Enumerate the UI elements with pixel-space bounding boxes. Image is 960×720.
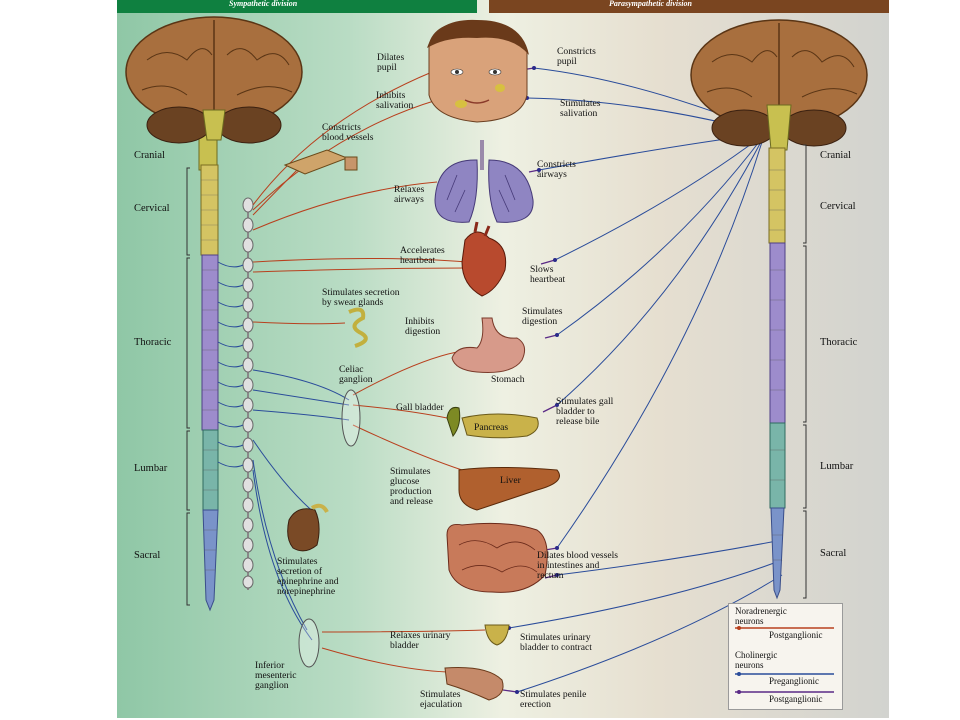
region-thoracic-right: Thoracic (820, 337, 858, 348)
region-cranial-left: Cranial (134, 150, 165, 161)
label-dilates-pupil: Dilates pupil (377, 52, 405, 73)
label-inhibits-salivation: Inhibits salivation (376, 90, 414, 111)
legend-lines (735, 626, 834, 694)
label-gall-bladder: Gall bladder (396, 402, 444, 413)
label-glucose-release: Stimulates glucose production and releas… (390, 466, 433, 507)
label-accelerates-heartbeat: Accelerates heartbeat (400, 245, 445, 266)
blood-vessel (283, 149, 358, 175)
label-relaxes-bladder: Relaxes urinary bladder (390, 630, 451, 651)
label-pancreas: Pancreas (474, 422, 509, 433)
label-constricts-blood-vessels: Constricts blood vessels (322, 122, 374, 143)
label-sweat-glands: Stimulates secretion by sweat glands (322, 287, 400, 308)
label-constricts-airways: Constricts airways (537, 159, 576, 180)
label-inhibits-digestion: Inhibits digestion (405, 316, 441, 337)
label-epinephrine: Stimulates secretion of epinephrine and … (277, 556, 339, 597)
legend-box: Noradrenergic neurons Postganglionic Cho… (728, 603, 843, 710)
label-relaxes-airways: Relaxes airways (394, 184, 425, 205)
label-celiac-ganglion: Celiac ganglion (339, 364, 373, 385)
sympathetic-chain (242, 197, 254, 590)
label-stimulates-ejaculation: Stimulates ejaculation (420, 689, 463, 710)
gall-bladder-pancreas (446, 407, 539, 439)
region-cranial-right: Cranial (820, 150, 851, 161)
legend-noradrenergic: Noradrenergic neurons (735, 606, 787, 626)
parasympathetic-header: Parasympathetic division (609, 0, 692, 8)
label-dilates-blood-vessels: Dilates blood vessels in intestines and … (537, 550, 619, 581)
region-lumbar-left: Lumbar (134, 463, 168, 474)
label-stimulates-salivation: Stimulates salivation (560, 98, 601, 119)
sweat-gland (348, 307, 368, 348)
urinary-bladder (484, 624, 510, 646)
diagram-plate: Sympathetic division Parasympathetic div… (117, 0, 889, 718)
prevertebral-ganglia (298, 389, 361, 668)
intestines (446, 522, 548, 593)
right-brain (690, 19, 868, 151)
sympathetic-header: Sympathetic division (229, 0, 298, 8)
parasympathetic-header-bar: Parasympathetic division (489, 0, 889, 13)
region-thoracic-left: Thoracic (134, 337, 172, 348)
sympathetic-preganglionic (217, 261, 350, 641)
label-constricts-pupil: Constricts pupil (557, 46, 596, 67)
legend-preganglionic: Preganglionic (769, 676, 819, 686)
lungs (434, 140, 534, 223)
label-stomach: Stomach (491, 374, 525, 385)
label-penile-erection: Stimulates penile erection (520, 689, 587, 710)
region-cervical-left: Cervical (134, 203, 170, 214)
legend-cholinergic: Cholinergic neurons (735, 650, 778, 670)
anatomy-illustration (125, 16, 868, 701)
left-spinal-cord (198, 109, 219, 612)
left-region-brackets (186, 167, 190, 606)
region-sacral-left: Sacral (134, 550, 161, 561)
heart (461, 221, 507, 297)
region-sacral-right: Sacral (820, 548, 847, 559)
region-cervical-right: Cervical (820, 201, 856, 212)
label-inferior-mesenteric-ganglion: Inferior mesenteric ganglion (255, 660, 297, 691)
penis (444, 667, 504, 701)
right-spinal-cord (768, 147, 786, 600)
label-slows-heartbeat: Slows heartbeat (530, 264, 566, 285)
left-brain (125, 16, 303, 144)
liver (458, 467, 560, 511)
label-bladder-contract: Stimulates urinary bladder to contract (520, 632, 592, 653)
stomach (451, 317, 526, 373)
adrenal-kidney (287, 503, 329, 552)
legend-postganglionic-2: Postganglionic (769, 694, 823, 704)
label-liver: Liver (500, 475, 521, 486)
right-region-brackets (803, 144, 807, 599)
head-face (427, 19, 529, 123)
label-gall-bladder-bile: Stimulates gall bladder to release bile (556, 396, 614, 427)
region-lumbar-right: Lumbar (820, 461, 854, 472)
sympathetic-header-bar: Sympathetic division (117, 0, 477, 13)
label-stimulates-digestion: Stimulates digestion (522, 306, 563, 327)
legend-postganglionic-1: Postganglionic (769, 630, 823, 640)
